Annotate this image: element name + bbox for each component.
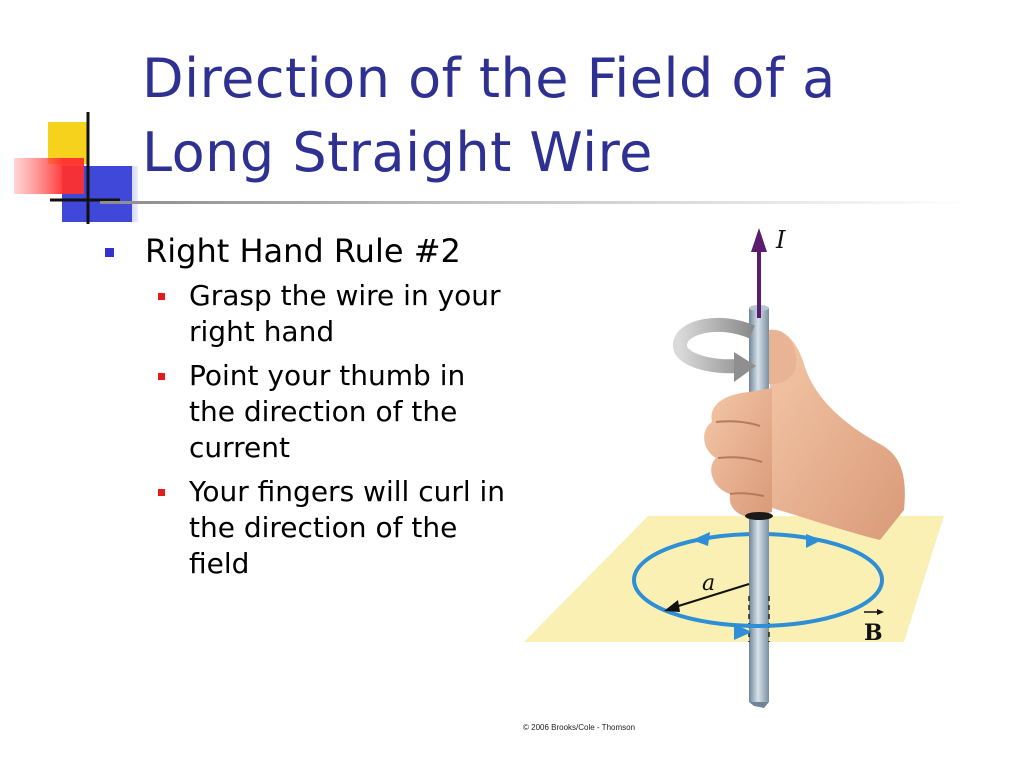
radius-line bbox=[671, 583, 750, 609]
wire-lower bbox=[749, 516, 769, 702]
slide-title: Direction of the Field of a Long Straigh… bbox=[142, 47, 836, 184]
field-arrowhead bbox=[734, 624, 752, 640]
sub-bullet-marker bbox=[158, 373, 165, 380]
field-arrowhead bbox=[806, 534, 822, 548]
bullet-text: Right Hand Rule #2 bbox=[145, 232, 461, 270]
current-label: I bbox=[775, 226, 786, 254]
sub-bullet-text: Point your thumb in the direction of the… bbox=[189, 359, 466, 464]
sub-bullet-marker bbox=[158, 489, 165, 496]
bullet-list: Right Hand Rule #2 Grasp the wire in you… bbox=[105, 232, 525, 582]
plane-shape bbox=[524, 516, 944, 642]
fingers-shape bbox=[704, 388, 772, 518]
bullet-item: Right Hand Rule #2 bbox=[105, 232, 525, 270]
wire-end bbox=[749, 702, 769, 708]
thumb-shape bbox=[769, 329, 797, 384]
title-divider bbox=[100, 201, 970, 204]
figure-credit: © 2006 Brooks/Cole - Thomson bbox=[523, 723, 636, 732]
sub-bullet-text: Grasp the wire in your right hand bbox=[189, 279, 501, 348]
curl-arrowhead bbox=[734, 352, 756, 382]
hand-shape bbox=[769, 329, 905, 540]
radius-arrowhead bbox=[664, 600, 680, 612]
sub-bullet-item: Your fingers will curl in the direction … bbox=[158, 474, 509, 582]
curl-arrow bbox=[673, 317, 755, 374]
field-label: B bbox=[864, 620, 883, 646]
right-hand-rule-figure: a B I bbox=[524, 226, 944, 708]
sub-bullet-item: Grasp the wire in your right hand bbox=[158, 278, 509, 350]
corner-decoration bbox=[14, 112, 138, 224]
field-loop-front bbox=[632, 579, 884, 628]
sub-bullet-marker bbox=[158, 293, 165, 300]
bullet-marker bbox=[105, 248, 114, 257]
sub-bullet-item: Point your thumb in the direction of the… bbox=[158, 358, 509, 466]
field-arrowhead bbox=[692, 532, 710, 546]
radius-label: a bbox=[702, 571, 715, 596]
sub-bullet-text: Your fingers will curl in the direction … bbox=[189, 475, 506, 580]
current-arrowhead bbox=[751, 228, 767, 252]
